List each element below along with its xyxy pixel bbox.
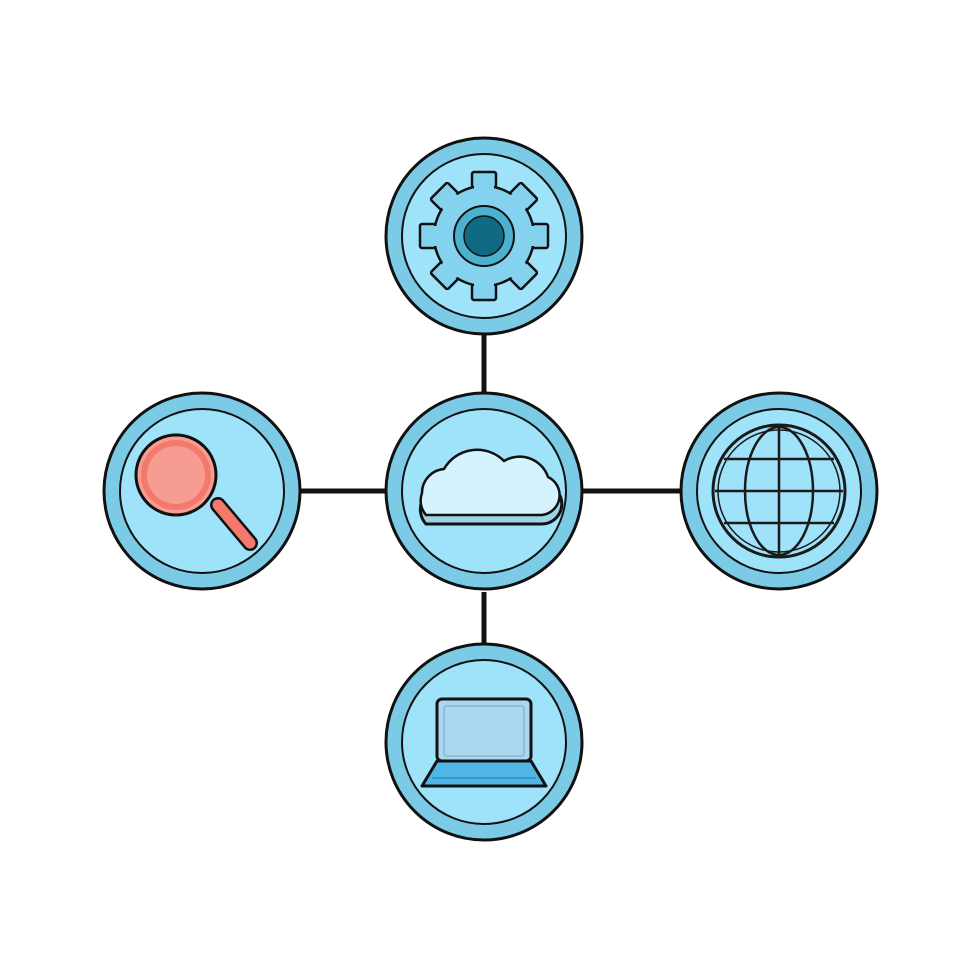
laptop-icon — [420, 697, 548, 788]
node-top — [384, 136, 584, 336]
gear-icon — [418, 170, 550, 302]
node-bottom — [384, 642, 584, 842]
node-center — [384, 391, 584, 591]
globe-icon — [711, 423, 847, 559]
connectors — [299, 333, 680, 646]
node-right — [679, 391, 879, 591]
node-left — [102, 391, 302, 591]
search-icon — [134, 433, 258, 551]
cloud-icon — [418, 448, 564, 526]
